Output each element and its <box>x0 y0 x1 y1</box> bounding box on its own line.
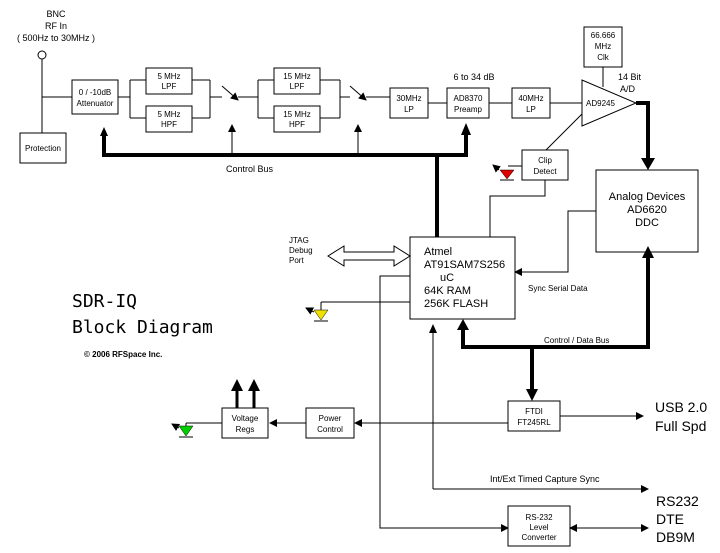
adc-label: AD9245 <box>586 99 615 108</box>
protection-block: Protection <box>19 132 67 164</box>
mcu-led-body-icon <box>313 309 329 321</box>
lpf5-label-1: 5 MHz <box>157 72 180 81</box>
rs232-out-label-2: DTE <box>656 511 684 527</box>
input-range-label: ( 500Hz to 30MHz ) <box>17 33 95 43</box>
power-led-body-icon <box>178 425 194 437</box>
attenuator-label-1: 0 / -10dB <box>79 88 111 97</box>
adc-ad-label: A/D <box>620 84 636 94</box>
jtag-label-1: JTAG <box>289 236 309 245</box>
bnc-connector-icon <box>37 50 47 60</box>
clip-led-body-icon <box>499 169 515 180</box>
preamp-label-2: Preamp <box>454 105 483 114</box>
mcu-led-icon <box>305 302 329 322</box>
mcu-block: Atmel AT91SAM7S256 uC 64K RAM 256K FLASH <box>409 236 516 320</box>
lp-40mhz-block: 40MHz LP <box>511 87 551 119</box>
mcu-label-1: Atmel <box>424 246 452 258</box>
clip-detect-block: Clip Detect <box>521 149 569 181</box>
adc-to-ddc-arrow-icon <box>641 158 655 170</box>
lp-30mhz-block: 30MHz LP <box>389 87 429 119</box>
ddc-label-2: AD6620 <box>627 204 667 216</box>
hpf15-label-1: 15 MHz <box>283 110 311 119</box>
rs232-label-3: Converter <box>521 533 556 542</box>
clock-label-1: 66.666 <box>591 31 616 40</box>
protection-label: Protection <box>25 144 61 153</box>
diagram-subtitle: Block Diagram <box>72 317 213 338</box>
adc-bits-label: 14 Bit <box>618 72 642 82</box>
input-rf-label: RF In <box>45 21 67 31</box>
jtag-label-2: Debug <box>289 246 313 255</box>
filter-switch-2-icon <box>340 85 390 101</box>
voltage-regs-block: Voltage Regs <box>221 407 269 439</box>
hpf-15mhz-block: 15 MHz HPF <box>273 105 321 133</box>
lp40-label-2: LP <box>526 105 536 114</box>
regs-label-1: Voltage <box>232 414 259 423</box>
clock-label-2: MHz <box>595 42 611 51</box>
rs232-converter-block: RS-232 Level Converter <box>507 505 571 547</box>
mcu-label-4: 64K RAM <box>424 285 471 297</box>
lpf-15mhz-block: 15 MHz LPF <box>273 67 321 95</box>
hpf15-label-2: HPF <box>289 120 305 129</box>
input-bnc-label: BNC <box>46 9 66 19</box>
rs232-out-label-3: DB9M <box>656 529 695 545</box>
control-bus-label: Control Bus <box>226 164 274 174</box>
filter-switch-1-icon <box>210 85 258 101</box>
lpf15-label-1: 15 MHz <box>283 72 311 81</box>
capture-sync-label: Int/Ext Timed Capture Sync <box>490 474 600 484</box>
mcu-label-3: uC <box>440 272 454 284</box>
power-label-1: Power <box>319 414 342 423</box>
lp30-label-1: 30MHz <box>396 94 421 103</box>
preamp-label-1: AD8370 <box>454 94 483 103</box>
jtag-label-3: Port <box>289 256 304 265</box>
clip-label-1: Clip <box>538 156 552 165</box>
copyright-label: © 2006 RFSpace Inc. <box>84 350 162 359</box>
rs232-out-label-1: RS232 <box>656 493 699 509</box>
lp40-label-1: 40MHz <box>518 94 543 103</box>
lpf15-label-2: LPF <box>290 82 305 91</box>
lp30-label-2: LP <box>404 105 414 114</box>
hpf5-label-2: HPF <box>161 120 177 129</box>
hpf-5mhz-block: 5 MHz HPF <box>145 105 193 133</box>
power-label-2: Control <box>317 425 343 434</box>
power-control-block: Power Control <box>305 407 355 439</box>
clip-label-2: Detect <box>533 167 557 176</box>
rs232-label-2: Level <box>529 523 548 532</box>
ddc-block: Analog Devices AD6620 DDC <box>595 169 699 253</box>
lpf-5mhz-block: 5 MHz LPF <box>145 67 193 95</box>
regs-label-2: Regs <box>236 425 255 434</box>
lpf5-label-2: LPF <box>162 82 177 91</box>
mcu-label-5: 256K FLASH <box>424 298 488 310</box>
gain-range-label: 6 to 34 dB <box>453 72 494 82</box>
adc-ad9245-block: AD9245 <box>581 79 638 127</box>
jtag-arrow-icon <box>327 245 411 267</box>
usb-label-1: USB 2.0 <box>655 399 707 415</box>
mcu-label-2: AT91SAM7S256 <box>424 259 505 271</box>
hpf5-label-1: 5 MHz <box>157 110 180 119</box>
rf-input: BNC RF In ( 500Hz to 30MHz ) <box>17 9 95 133</box>
attenuator-label-2: Attenuator <box>77 99 114 108</box>
diagram-title: SDR-IQ <box>72 291 137 312</box>
rs232-label-1: RS-232 <box>525 513 553 522</box>
clip-led-icon <box>492 164 515 181</box>
ftdi-label-1: FTDI <box>525 407 543 416</box>
clock-block: 66.666 MHz Clk <box>583 26 623 68</box>
clock-label-3: Clk <box>597 53 610 62</box>
ddc-label-1: Analog Devices <box>609 191 686 203</box>
ftdi-block: FTDI FT245RL <box>507 400 561 432</box>
ddc-label-3: DDC <box>635 217 659 229</box>
ftdi-label-2: FT245RL <box>517 418 551 427</box>
power-led-icon <box>171 423 194 438</box>
attenuator-block: 0 / -10dB Attenuator <box>71 79 119 115</box>
power-outputs-icon <box>231 379 260 408</box>
control-data-bus-label: Control / Data Bus <box>544 336 609 345</box>
preamp-block: AD8370 Preamp <box>446 87 490 119</box>
sync-serial-label: Sync Serial Data <box>528 284 588 293</box>
usb-label-2: Full Spd <box>655 418 706 434</box>
